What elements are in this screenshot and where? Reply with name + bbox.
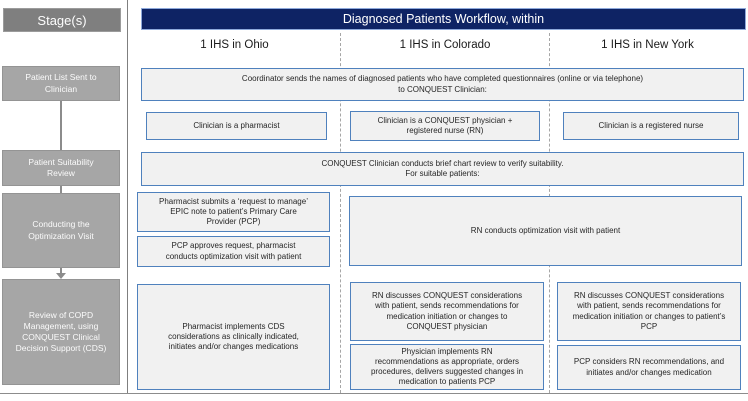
stage-connector-line: [60, 101, 62, 150]
column-header-label: 1 IHS in Colorado: [399, 39, 491, 51]
box-chart-review-suitability: CONQUEST Clinician conducts brief chart …: [141, 152, 744, 186]
box-coordinator-sends-names: Coordinator sends the names of diagnosed…: [141, 68, 744, 101]
box-text: Pharmacist submits a ‘request to manage’…: [159, 196, 308, 227]
box-text: Clinician is a CONQUEST physician + regi…: [377, 115, 513, 135]
box-text: RN conducts optimization visit with pati…: [470, 225, 621, 235]
stages-column-header-label: Stage(s): [37, 12, 87, 28]
workflow-title-bar: Diagnosed Patients Workflow, within: [141, 8, 746, 30]
down-arrow-icon: [56, 273, 66, 279]
box-text: RN discusses CONQUEST considerations wit…: [371, 291, 523, 331]
stage-box-copd-review: Review of COPD Management, using CONQUES…: [2, 279, 120, 385]
column-header-label: 1 IHS in New York: [601, 39, 694, 51]
bottom-border-line: [0, 393, 748, 394]
box-ohio-pcp-approves: PCP approves request, pharmacist conduct…: [137, 236, 330, 267]
stage-connector-line: [60, 268, 62, 274]
stage-label: Patient Suitability Review: [28, 156, 94, 178]
box-clinician-physician-rn: Clinician is a CONQUEST physician + regi…: [350, 111, 540, 141]
workflow-title: Diagnosed Patients Workflow, within: [342, 12, 545, 26]
box-ohio-pharmacist-implements-cds: Pharmacist implements CDS considerations…: [137, 284, 330, 390]
stage-box-suitability-review: Patient Suitability Review: [2, 150, 120, 186]
box-text: CONQUEST Clinician conducts brief chart …: [321, 158, 564, 178]
stage-label: Conducting the Optimization Visit: [28, 219, 94, 241]
box-text: PCP considers RN recommendations, and in…: [573, 357, 725, 377]
stage-box-optimization-visit: Conducting the Optimization Visit: [2, 193, 120, 268]
box-colorado-physician-implements: Physician implements RN recommendations …: [350, 344, 544, 390]
column-header-newyork: 1 IHS in New York: [549, 33, 746, 57]
stages-column-header: Stage(s): [3, 8, 121, 32]
box-text: Pharmacist implements CDS considerations…: [168, 321, 299, 352]
box-colorado-rn-discusses: RN discusses CONQUEST considerations wit…: [350, 282, 544, 341]
stages-column-divider: [127, 0, 128, 394]
stage-label: Patient List Sent to Clinician: [25, 72, 97, 94]
box-ohio-request-to-manage: Pharmacist submits a ‘request to manage’…: [137, 192, 330, 232]
box-text: RN discusses CONQUEST considerations wit…: [572, 291, 726, 331]
box-text: Coordinator sends the names of diagnosed…: [241, 74, 644, 94]
column-header-label: 1 IHS in Ohio: [200, 39, 269, 51]
box-text: Clinician is a pharmacist: [193, 120, 280, 130]
stage-connector-line: [60, 186, 62, 193]
box-newyork-pcp-considers: PCP considers RN recommendations, and in…: [557, 345, 741, 390]
column-header-colorado: 1 IHS in Colorado: [341, 33, 549, 57]
column-separator-ohio-colorado: [340, 33, 341, 393]
stage-box-patient-list: Patient List Sent to Clinician: [2, 66, 120, 101]
box-text: PCP approves request, pharmacist conduct…: [165, 241, 302, 261]
box-text: Clinician is a registered nurse: [598, 120, 704, 130]
box-clinician-registered-nurse: Clinician is a registered nurse: [563, 112, 739, 140]
box-rn-conducts-visit: RN conducts optimization visit with pati…: [349, 196, 742, 266]
box-clinician-pharmacist: Clinician is a pharmacist: [146, 112, 327, 140]
box-newyork-rn-discusses: RN discusses CONQUEST considerations wit…: [557, 282, 741, 341]
stage-label: Review of COPD Management, using CONQUES…: [15, 309, 107, 354]
column-header-ohio: 1 IHS in Ohio: [128, 33, 341, 57]
box-text: Physician implements RN recommendations …: [370, 346, 524, 387]
